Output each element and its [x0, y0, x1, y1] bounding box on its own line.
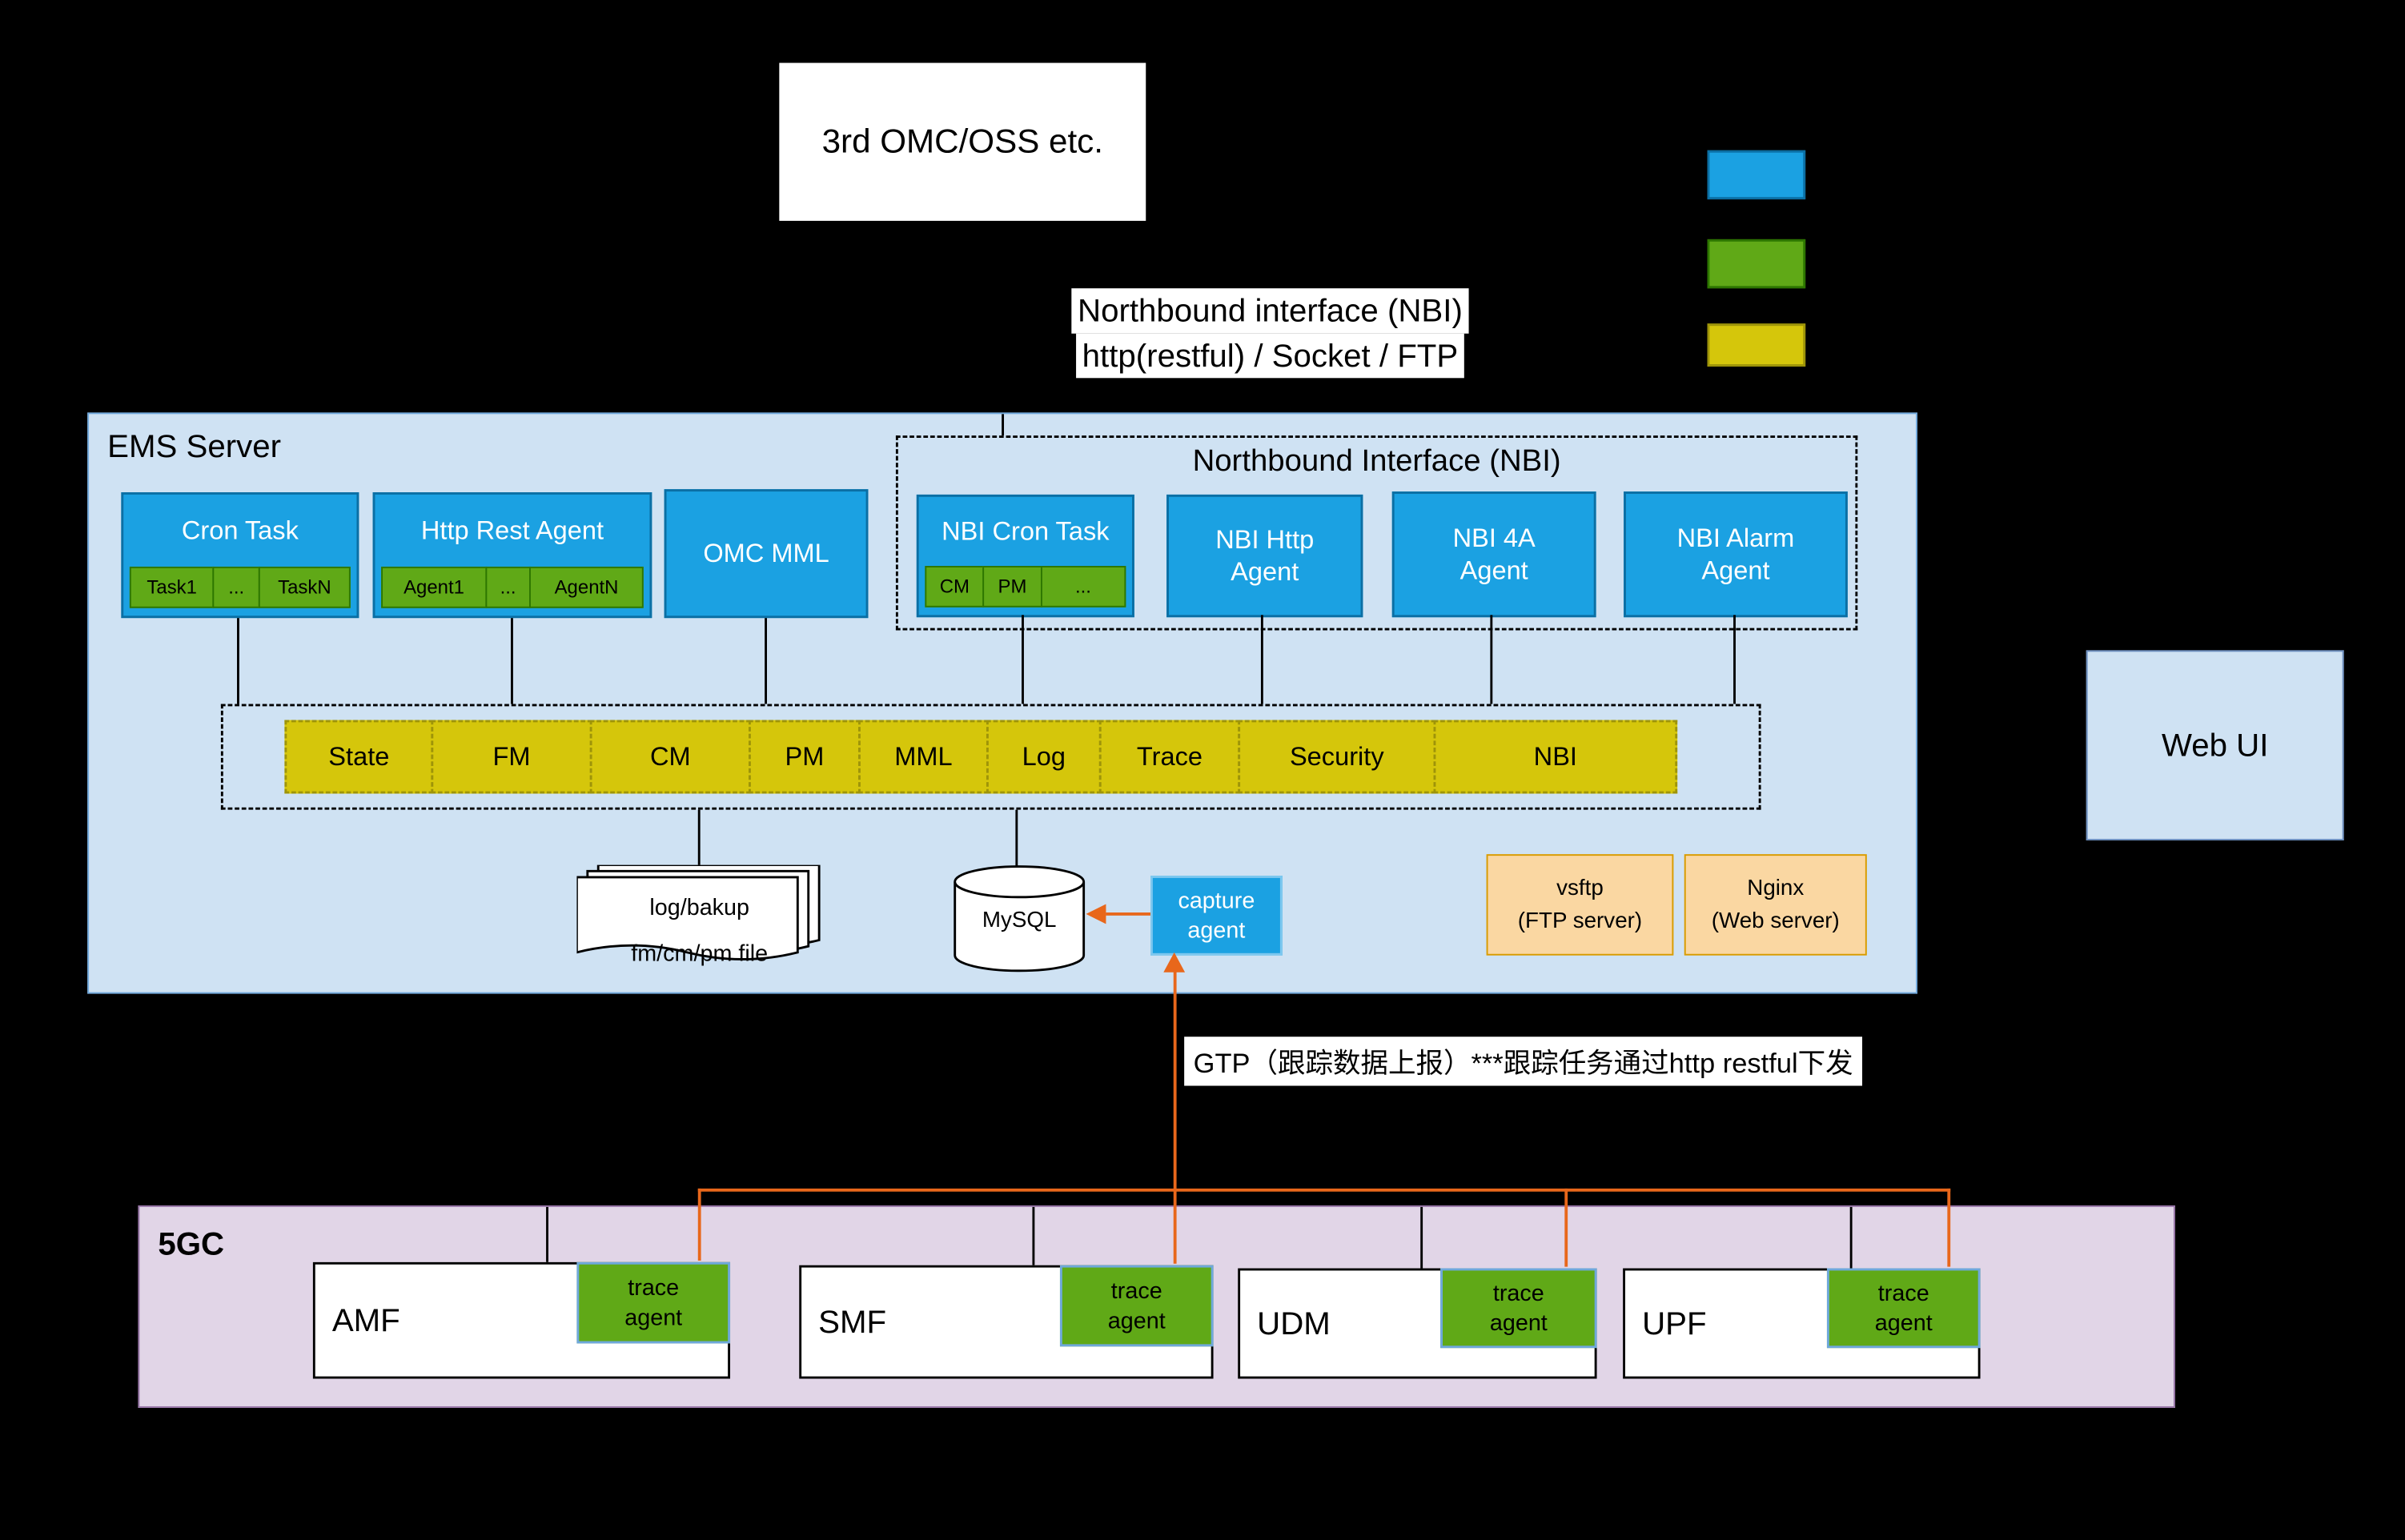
upf-label: UPF [1642, 1305, 1707, 1341]
nbi-cron-task-chip-row: CM PM ... [919, 566, 1132, 615]
connector-nbi-cron-task [1022, 615, 1024, 704]
vsftp-box: vsftp (FTP server) [1486, 854, 1674, 956]
cron-task-chip-row: Task1 ... TaskN [123, 566, 356, 616]
omc-mml-box: OMC MML [664, 489, 869, 619]
nginx-box: Nginx (Web server) [1684, 854, 1867, 956]
mysql-db: MySQL [953, 865, 1086, 976]
module-security: Security [1238, 720, 1436, 794]
nbi-4a-agent-label: NBI 4A Agent [1452, 523, 1536, 585]
ems-server-container: EMS Server Cron Task Task1 ... TaskN Htt… [87, 412, 1918, 994]
gtp-bus-line [697, 1188, 1951, 1192]
legend-green-swatch [1707, 239, 1806, 289]
connector-omc-mml [765, 618, 767, 704]
connector-ems-to-smf [1032, 1206, 1035, 1265]
module-pm: PM [749, 720, 861, 794]
agent1-chip: Agent1 [381, 566, 487, 608]
connector-ems-to-amf [546, 1206, 548, 1262]
cm-chip: CM [925, 566, 985, 608]
nbi-cron-task-box: NBI Cron Task CM PM ... [916, 494, 1134, 618]
task1-chip: Task1 [129, 566, 215, 608]
gtp-riser-line [1173, 970, 1177, 1264]
legend-yellow-swatch [1707, 323, 1806, 367]
arrowhead-to-mysql [1086, 904, 1106, 924]
connector-ems-to-udm [1420, 1206, 1423, 1269]
http-rest-agent-chip-row: Agent1 ... AgentN [375, 566, 649, 616]
nbi-caption-line2: http(restful) / Socket / FTP [1075, 333, 1464, 379]
nbi-http-agent-box: NBI Http Agent [1166, 494, 1363, 618]
arrowhead-to-capture-agent [1163, 952, 1186, 973]
connector-log-file [697, 809, 701, 867]
database-cylinder-icon [954, 865, 1086, 973]
nbi-caption: Northbound interface (NBI) http(restful)… [963, 288, 1576, 379]
nbi-alarm-agent-box: NBI Alarm Agent [1624, 491, 1848, 618]
module-mml: MML [858, 720, 989, 794]
taskn-chip: TaskN [258, 566, 351, 608]
connector-cron-task [237, 618, 239, 704]
module-nbi: NBI [1433, 720, 1678, 794]
cron-task-title: Cron Task [181, 515, 299, 545]
smf-trace-agent: trace agent [1059, 1265, 1214, 1347]
third-party-omc-label: 3rd OMC/OSS etc. [821, 122, 1103, 161]
udm-label: UDM [1257, 1305, 1331, 1341]
module-cm: CM [589, 720, 751, 794]
nbi-http-agent-label: NBI Http Agent [1215, 524, 1315, 587]
arrow-line-capture-to-mysql [1106, 912, 1150, 916]
cron-task-box: Cron Task Task1 ... TaskN [121, 492, 359, 619]
http-rest-agent-box: Http Rest Agent Agent1 ... AgentN [372, 492, 652, 619]
connector-nbi-4a-agent [1490, 615, 1493, 704]
module-state: State [284, 720, 434, 794]
modules-container: State FM CM PM MML Log Trace Security NB… [220, 704, 1761, 810]
legend-blue-swatch [1707, 150, 1806, 200]
nbi-group-title: Northbound Interface (NBI) [1192, 443, 1561, 478]
vsftp-label: vsftp (FTP server) [1517, 875, 1643, 933]
amf-label: AMF [331, 1301, 400, 1338]
gtp-drop-udm [1564, 1188, 1568, 1267]
agentn-chip: AgentN [529, 566, 644, 608]
web-ui-box: Web UI [2086, 650, 2344, 840]
connector-nbi-alarm-agent [1733, 615, 1736, 704]
nbi-cron-task-title: NBI Cron Task [942, 516, 1110, 546]
module-log: Log [986, 720, 1102, 794]
task-ellipsis-chip: ... [212, 566, 260, 608]
capture-agent-label: capture agent [1178, 888, 1255, 944]
connector-omc-to-nbi [1002, 414, 1005, 436]
third-party-omc-box: 3rd OMC/OSS etc. [779, 62, 1146, 221]
connector-nbi-http-agent [1260, 615, 1263, 704]
nginx-label: Nginx (Web server) [1711, 875, 1840, 933]
module-fm: FM [431, 720, 592, 794]
modules-row: State FM CM PM MML Log Trace Security NB… [284, 720, 1696, 794]
connector-ems-to-upf [1849, 1206, 1853, 1269]
module-trace: Trace [1098, 720, 1241, 794]
udm-trace-agent: trace agent [1440, 1268, 1597, 1349]
nbi-4a-agent-box: NBI 4A Agent [1391, 491, 1596, 618]
fivegc-container: 5GC AMF trace agent SMF trace agent UDM … [138, 1205, 2175, 1408]
pm-chip: PM [982, 566, 1042, 608]
mysql-label: MySQL [982, 908, 1057, 932]
upf-trace-agent: trace agent [1826, 1268, 1981, 1349]
ems-server-title: EMS Server [107, 427, 282, 464]
capture-agent-box: capture agent [1150, 876, 1283, 956]
fivegc-title: 5GC [158, 1225, 225, 1261]
nbi-ellipsis-chip: ... [1040, 566, 1126, 608]
amf-trace-agent: trace agent [576, 1261, 731, 1344]
gtp-caption: GTP（跟踪数据上报）***跟踪任务通过http restful下发 [1184, 1037, 1863, 1086]
document-stack-icon [575, 864, 821, 960]
agent-ellipsis-chip: ... [485, 566, 532, 608]
log-file-stack: log/bakup fm/cm/pm file [575, 864, 822, 981]
gtp-drop-amf [697, 1188, 701, 1261]
nbi-caption-line1: Northbound interface (NBI) [1071, 288, 1469, 334]
omc-mml-label: OMC MML [703, 539, 829, 568]
web-ui-label: Web UI [2161, 727, 2269, 764]
log-file-label: log/bakup fm/cm/pm file [631, 894, 769, 967]
connector-http-rest-agent [511, 618, 513, 704]
connector-mysql [1015, 809, 1018, 867]
http-rest-agent-title: Http Rest Agent [420, 515, 604, 545]
nbi-group: Northbound Interface (NBI) NBI Cron Task… [895, 435, 1858, 631]
smf-label: SMF [818, 1303, 887, 1340]
nbi-alarm-agent-label: NBI Alarm Agent [1676, 523, 1795, 585]
gtp-drop-upf [1947, 1188, 1951, 1267]
